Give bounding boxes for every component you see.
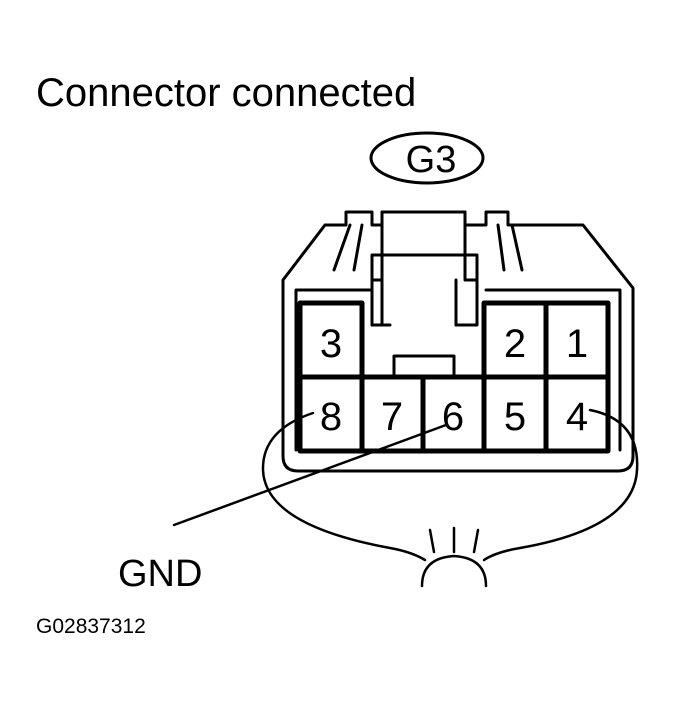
rib-left-outer [332,223,352,272]
rib-left-inner [352,223,364,272]
diagram-title: Connector connected [36,71,416,115]
rib-right-inner [496,223,506,272]
figure-code: G02837312 [36,615,146,638]
wire-left-loop [261,411,427,562]
connector-id: G3 [406,139,457,181]
pin-label-4: 4 [566,395,588,439]
pin-label-8: 8 [320,395,342,439]
pin-label-6: 6 [442,395,464,439]
connector-id-oval [369,131,485,185]
housing-outline [281,210,635,473]
locking-tab [370,210,479,282]
ground-leader-line [172,423,448,527]
wire-right-loop [482,408,639,562]
inner-bevel-left [294,288,372,452]
connector-id-badge: G3 [369,131,485,185]
center-key [392,354,456,379]
connector-housing: 3 2 1 8 7 6 5 4 [281,210,635,473]
bundle-strand-3 [472,528,480,554]
pin-label-1: 1 [566,322,588,366]
pin-label-2: 2 [504,322,526,366]
terminal-grid [297,300,611,454]
pin-label-3: 3 [320,322,342,366]
rib-right-outer [510,223,524,272]
inner-bevel-right [484,288,622,452]
wire-harness [261,408,639,588]
ground-label: GND [118,553,202,595]
harness-bundle [420,554,488,588]
bundle-strand-1 [428,528,436,554]
pin-label-5: 5 [504,395,526,439]
pin-label-7: 7 [381,395,403,439]
